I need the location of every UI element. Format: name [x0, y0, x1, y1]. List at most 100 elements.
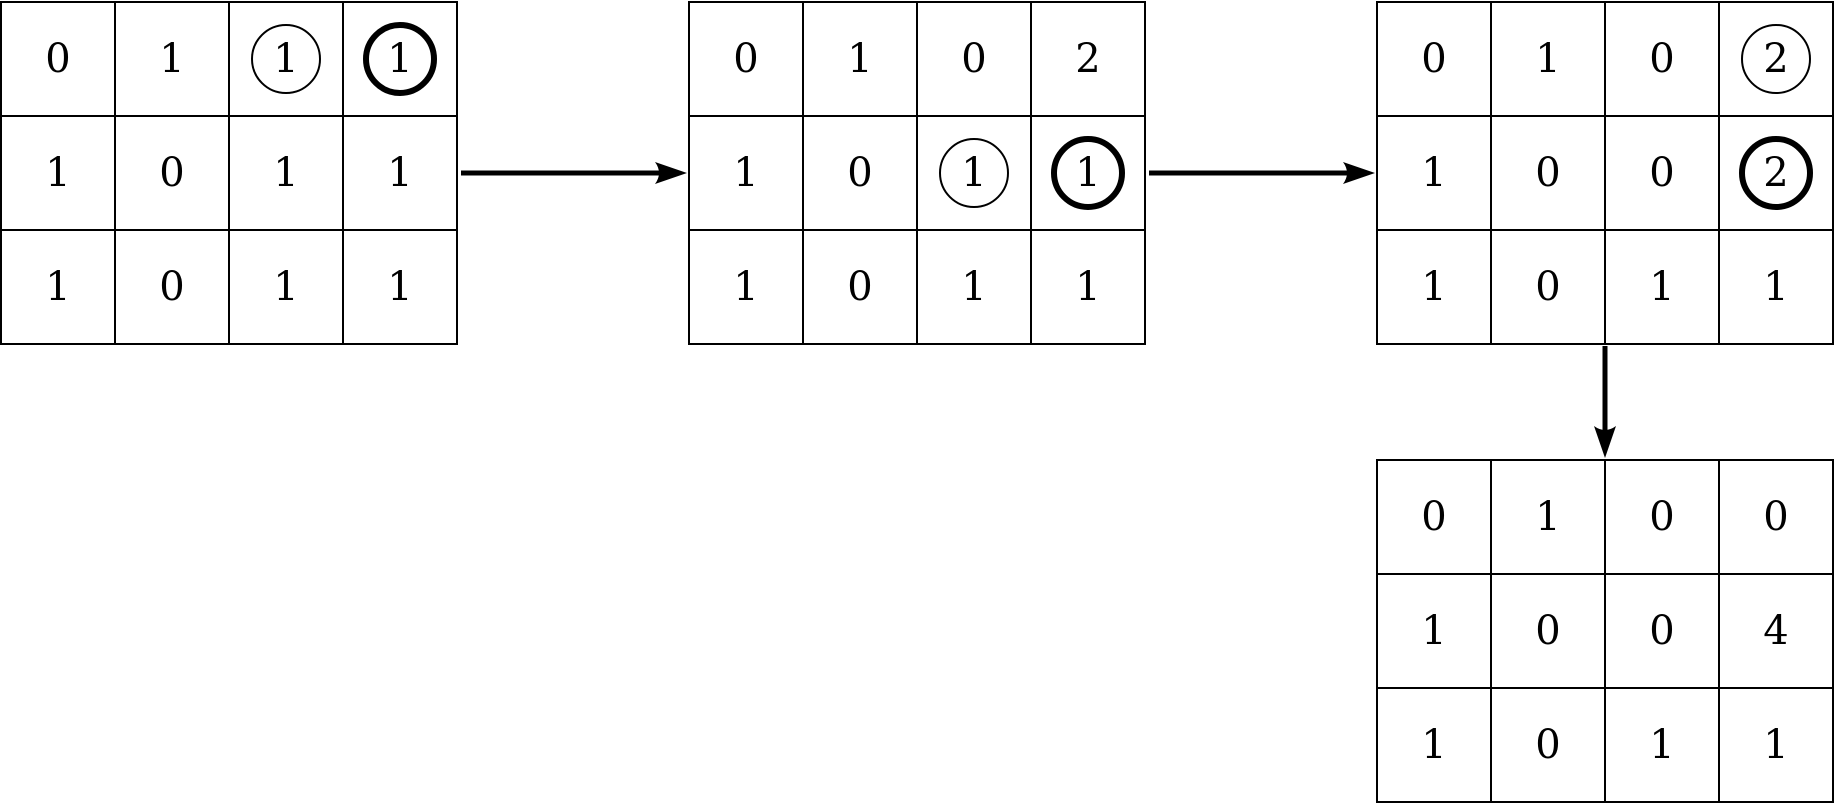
grid-cell-r2-c1: 1 — [1376, 115, 1492, 231]
cell-value: 0 — [1535, 722, 1560, 768]
cell-value: 1 — [1535, 494, 1560, 540]
thick-circle-marker — [363, 22, 437, 96]
cell-border — [1490, 1, 1606, 117]
arrow-grid-1-to-grid-2 — [461, 162, 687, 184]
cell-border — [114, 115, 230, 231]
grid-cell-r3-c2: 0 — [1490, 687, 1606, 803]
arrow-head-icon — [655, 162, 687, 184]
cell-border — [802, 1, 918, 117]
cell-value: 1 — [961, 150, 986, 196]
cell-border — [1718, 573, 1834, 689]
cell-value: 0 — [1649, 36, 1674, 82]
cell-value: 1 — [1421, 608, 1446, 654]
grid-cell-r2-c4: 2 — [1718, 115, 1834, 231]
cell-value: 1 — [1075, 264, 1100, 310]
cell-border — [0, 1, 116, 117]
cell-value: 0 — [847, 264, 872, 310]
grid-cell-r1-c3: 1 — [228, 1, 344, 117]
cell-border — [802, 229, 918, 345]
thick-circle-marker — [1739, 136, 1813, 210]
cell-border — [1604, 573, 1720, 689]
grid-cell-r3-c3: 1 — [1604, 687, 1720, 803]
cell-border — [1604, 1, 1720, 117]
cell-value: 1 — [847, 36, 872, 82]
cell-value: 1 — [1535, 36, 1560, 82]
cell-value: 1 — [733, 264, 758, 310]
cell-value: 1 — [159, 36, 184, 82]
grid-cell-r2-c2: 0 — [802, 115, 918, 231]
cell-value: 0 — [159, 264, 184, 310]
cell-border — [1490, 229, 1606, 345]
cell-value: 1 — [1421, 150, 1446, 196]
cell-value: 1 — [1421, 722, 1446, 768]
grid-cell-r2-c3: 0 — [1604, 115, 1720, 231]
cell-value: 0 — [1421, 494, 1446, 540]
cell-border — [1030, 115, 1146, 231]
grid-cell-r2-c4: 1 — [342, 115, 458, 231]
cell-border — [1604, 687, 1720, 803]
cell-value: 0 — [1535, 264, 1560, 310]
cell-border — [916, 229, 1032, 345]
cell-value: 2 — [1763, 36, 1788, 82]
grid-cell-r1-c4: 0 — [1718, 459, 1834, 575]
cell-border — [1376, 687, 1492, 803]
grid-cell-r2-c2: 0 — [114, 115, 230, 231]
cell-value: 0 — [1421, 36, 1446, 82]
cell-border — [0, 115, 116, 231]
grid-cell-r2-c2: 0 — [1490, 573, 1606, 689]
cell-value: 1 — [733, 150, 758, 196]
grid-cell-r2-c2: 0 — [1490, 115, 1606, 231]
cell-border — [1030, 1, 1146, 117]
cell-value: 1 — [45, 264, 70, 310]
arrow-head-icon — [1343, 162, 1375, 184]
thin-circle-marker — [939, 138, 1009, 208]
cell-value: 0 — [733, 36, 758, 82]
thin-circle-marker — [1741, 24, 1811, 94]
cell-value: 0 — [1649, 494, 1674, 540]
grid-cell-r2-c1: 1 — [0, 115, 116, 231]
grid-cell-r2-c4: 1 — [1030, 115, 1146, 231]
cell-value: 1 — [273, 36, 298, 82]
grid-cell-r3-c4: 1 — [1718, 687, 1834, 803]
cell-border — [688, 1, 804, 117]
cell-border — [1490, 687, 1606, 803]
cell-value: 1 — [961, 264, 986, 310]
cell-value: 1 — [387, 36, 412, 82]
grid-cell-r3-c1: 1 — [0, 229, 116, 345]
grid-cell-r3-c4: 1 — [1718, 229, 1834, 345]
grid-cell-r1-c3: 0 — [1604, 459, 1720, 575]
grid-cell-r3-c4: 1 — [342, 229, 458, 345]
cell-border — [228, 115, 344, 231]
grid-cell-r2-c3: 1 — [916, 115, 1032, 231]
grid-cell-r3-c4: 1 — [1030, 229, 1146, 345]
cell-border — [342, 229, 458, 345]
thin-circle-marker — [251, 24, 321, 94]
cell-value: 1 — [387, 264, 412, 310]
arrow-grid-2-to-grid-3 — [1149, 162, 1375, 184]
cell-border — [228, 1, 344, 117]
cell-border — [802, 115, 918, 231]
cell-value: 0 — [1535, 150, 1560, 196]
cell-value: 0 — [45, 36, 70, 82]
grid-cell-r2-c4: 4 — [1718, 573, 1834, 689]
cell-value: 4 — [1763, 608, 1788, 654]
cell-border — [114, 229, 230, 345]
grid-cell-r2-c3: 1 — [228, 115, 344, 231]
grid-cell-r1-c2: 1 — [802, 1, 918, 117]
cell-value: 1 — [1649, 264, 1674, 310]
grid-cell-r3-c3: 1 — [228, 229, 344, 345]
grid-cell-r3-c2: 0 — [802, 229, 918, 345]
cell-value: 1 — [1075, 150, 1100, 196]
cell-value: 0 — [159, 150, 184, 196]
grid-cell-r1-c1: 0 — [1376, 1, 1492, 117]
cell-value: 1 — [387, 150, 412, 196]
cell-border — [1718, 229, 1834, 345]
cell-border — [342, 1, 458, 117]
cell-value: 1 — [45, 150, 70, 196]
grid-cell-r1-c3: 0 — [916, 1, 1032, 117]
cell-border — [1030, 229, 1146, 345]
cell-border — [114, 1, 230, 117]
grid-cell-r3-c2: 0 — [114, 229, 230, 345]
